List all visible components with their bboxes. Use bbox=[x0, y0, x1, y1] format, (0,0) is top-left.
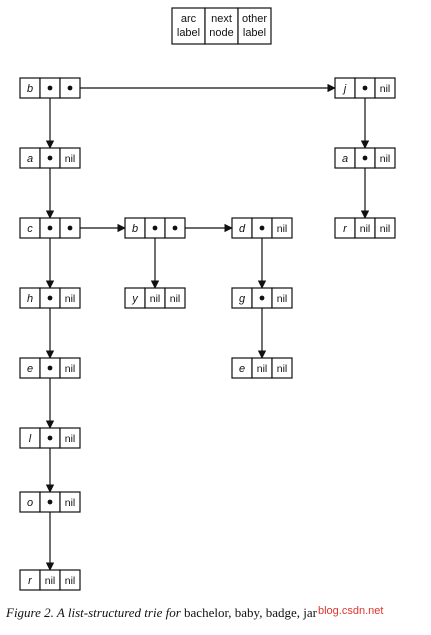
arc-label: c bbox=[27, 223, 33, 235]
node-cell bbox=[374, 217, 396, 239]
nil-label: nil bbox=[360, 223, 371, 235]
trie-node-a: a nil bbox=[334, 147, 396, 169]
arc-label: h bbox=[27, 293, 33, 305]
arc-label: o bbox=[27, 497, 33, 509]
trie-node-e: e nil bbox=[19, 357, 81, 379]
trie-node-b: b bbox=[19, 77, 81, 99]
arc-label: r bbox=[343, 223, 348, 235]
pointer-dot bbox=[362, 85, 368, 91]
nil-label: nil bbox=[380, 223, 391, 235]
trie-node-d: d nil bbox=[231, 217, 293, 239]
trie-node-c: c bbox=[19, 217, 81, 239]
nil-label: nil bbox=[257, 363, 268, 375]
legend-cell bbox=[237, 7, 272, 45]
node-cell bbox=[59, 427, 81, 449]
trie-node-b: b bbox=[124, 217, 186, 239]
node-cell bbox=[271, 217, 293, 239]
trie-node-j: j nil bbox=[334, 77, 396, 99]
trie-node-a: a nil bbox=[19, 147, 81, 169]
legend: arc label next node other label bbox=[171, 7, 272, 45]
arc-label: y bbox=[131, 293, 139, 305]
pointer-dot bbox=[152, 225, 158, 231]
pointer-dot bbox=[259, 225, 265, 231]
legend-text: other bbox=[242, 13, 267, 25]
arc-label: r bbox=[28, 575, 33, 587]
edges bbox=[45, 83, 370, 571]
pointer-dot bbox=[67, 85, 73, 91]
caption-words: bachelor, baby, badge, jar bbox=[180, 605, 317, 620]
nil-label: nil bbox=[380, 83, 391, 95]
arc-label: g bbox=[239, 293, 246, 305]
arc-label: d bbox=[239, 223, 246, 235]
trie-node-h: h nil bbox=[19, 287, 81, 309]
legend-cell bbox=[171, 7, 206, 45]
nil-label: nil bbox=[65, 363, 76, 375]
caption-label: Figure 2. A list-structured trie for bbox=[6, 605, 181, 620]
pointer-dot bbox=[259, 295, 265, 301]
arc-label: a bbox=[27, 153, 33, 165]
legend-text: label bbox=[243, 27, 266, 39]
nil-label: nil bbox=[277, 363, 288, 375]
legend-text: node bbox=[209, 27, 233, 39]
nil-label: nil bbox=[45, 575, 56, 587]
legend-cell bbox=[204, 7, 239, 45]
nil-label: nil bbox=[65, 293, 76, 305]
pointer-dot bbox=[172, 225, 178, 231]
node-cell bbox=[164, 287, 186, 309]
legend-text: arc bbox=[181, 13, 197, 25]
node-cell bbox=[271, 287, 293, 309]
pointer-dot bbox=[47, 155, 53, 161]
pointer-dot bbox=[47, 225, 53, 231]
legend-text: next bbox=[211, 13, 232, 25]
node-cell bbox=[59, 569, 81, 591]
watermark: blog.csdn.net bbox=[318, 605, 384, 617]
node-cell bbox=[271, 357, 293, 379]
nil-label: nil bbox=[65, 575, 76, 587]
arc-label: a bbox=[342, 153, 348, 165]
node-cell bbox=[59, 147, 81, 169]
node-cell bbox=[374, 77, 396, 99]
nil-label: nil bbox=[277, 223, 288, 235]
arc-label: e bbox=[27, 363, 33, 375]
nil-label: nil bbox=[65, 433, 76, 445]
nil-label: nil bbox=[65, 497, 76, 509]
node-cell bbox=[374, 147, 396, 169]
arc-label: l bbox=[29, 433, 32, 445]
node-cell bbox=[59, 491, 81, 513]
node-cell bbox=[59, 287, 81, 309]
nil-label: nil bbox=[277, 293, 288, 305]
node-cell bbox=[59, 357, 81, 379]
arc-label: b bbox=[27, 83, 33, 95]
pointer-dot bbox=[47, 295, 53, 301]
arc-label: e bbox=[239, 363, 245, 375]
pointer-dot bbox=[362, 155, 368, 161]
trie-node-o: o nil bbox=[19, 491, 81, 513]
pointer-dot bbox=[47, 435, 53, 441]
pointer-dot bbox=[47, 499, 53, 505]
figure-caption: Figure 2. A list-structured trie for bac… bbox=[6, 605, 426, 621]
pointer-dot bbox=[67, 225, 73, 231]
pointer-dot bbox=[47, 85, 53, 91]
nil-label: nil bbox=[380, 153, 391, 165]
trie-node-g: g nil bbox=[231, 287, 293, 309]
pointer-dot bbox=[47, 365, 53, 371]
trie-node-l: l nil bbox=[19, 427, 81, 449]
nil-label: nil bbox=[65, 153, 76, 165]
arc-label: b bbox=[132, 223, 138, 235]
arc-label: j bbox=[342, 83, 347, 95]
legend-text: label bbox=[177, 27, 200, 39]
nil-label: nil bbox=[170, 293, 181, 305]
nil-label: nil bbox=[150, 293, 161, 305]
